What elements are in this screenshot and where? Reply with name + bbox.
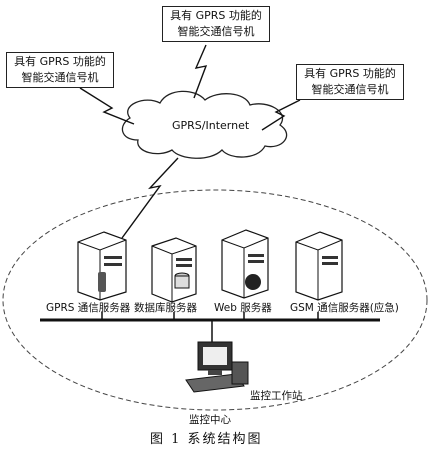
center-label: 监控中心 [189,414,231,426]
figure-caption: 图 1 系统结构图 [150,432,263,447]
wireless-link-top [193,44,208,99]
workstation-label: 监控工作站 [250,390,303,402]
signal-box-right: 具有 GPRS 功能的 智能交通信号机 [296,64,404,100]
web-server-icon [221,229,269,299]
wireless-link-bottom [121,157,179,239]
monitoring-center-boundary [2,189,428,411]
workstation-icon [185,341,249,393]
wireless-link-left [79,87,135,125]
server-label-web: Web 服务器 [214,302,272,314]
signal-box-line1: 具有 GPRS 功能的 [170,9,262,22]
signal-box-line2: 智能交通信号机 [177,25,255,38]
gprs-server-icon [77,231,127,301]
signal-box-left: 具有 GPRS 功能的 智能交通信号机 [6,52,114,88]
internet-cloud [121,90,288,159]
database-server-icon [151,237,197,303]
wireless-link-right [261,99,301,131]
signal-box-line1: 具有 GPRS 功能的 [14,55,106,68]
signal-box-line1: 具有 GPRS 功能的 [304,67,396,80]
cloud-label: GPRS/Internet [172,119,250,132]
server-label-gsm: GSM 通信服务器(应急) [290,302,399,314]
signal-box-line2: 智能交通信号机 [21,71,99,84]
server-label-gprs: GPRS 通信服务器 [46,302,131,314]
server-label-db: 数据库服务器 [134,302,197,314]
signal-box-line2: 智能交通信号机 [311,83,389,96]
gsm-server-icon [295,231,343,301]
signal-box-top: 具有 GPRS 功能的 智能交通信号机 [162,6,270,42]
